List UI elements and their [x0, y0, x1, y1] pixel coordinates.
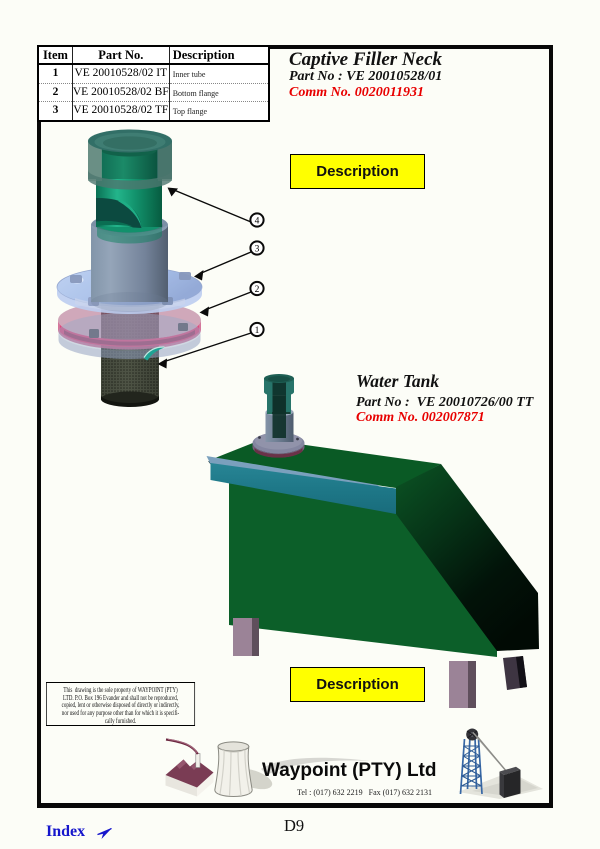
svg-text:1: 1	[255, 326, 260, 336]
svg-text:4: 4	[255, 216, 260, 226]
svg-text:3: 3	[255, 244, 260, 254]
svg-text:2: 2	[255, 285, 260, 295]
